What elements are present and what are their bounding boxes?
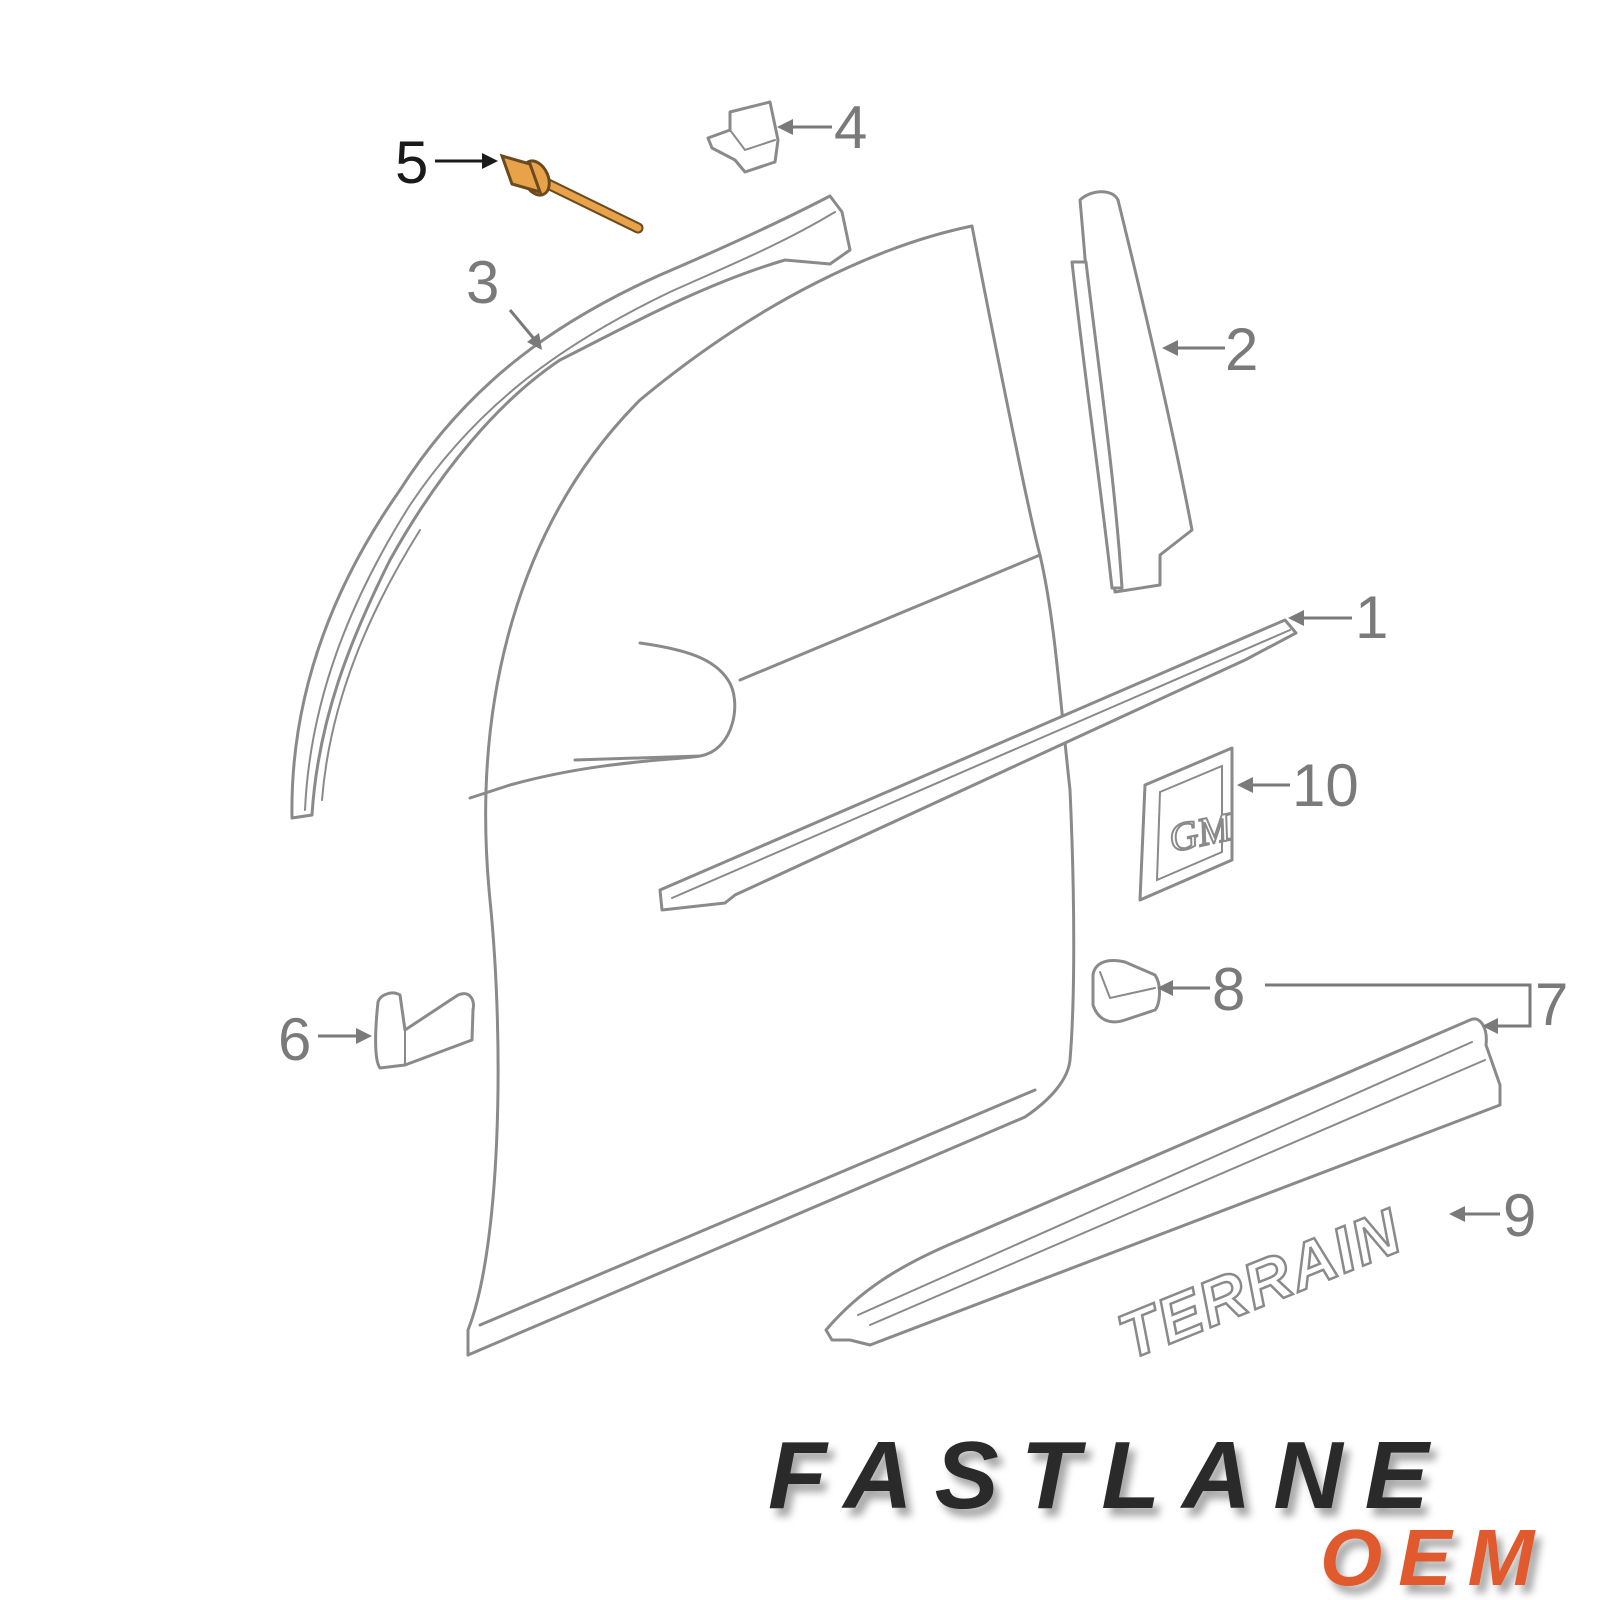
part-2-pillar-applique xyxy=(1070,190,1194,594)
part-7-rocker-molding xyxy=(824,1017,1502,1347)
callout-3-label: 3 xyxy=(466,249,499,316)
part-4-clip xyxy=(706,100,780,174)
brand-name: FASTLANE xyxy=(768,1422,1451,1529)
part-8-end-cap xyxy=(1091,959,1161,1024)
brand-sub: OEM xyxy=(1320,1513,1550,1600)
part-3-roof-molding xyxy=(290,194,852,820)
part-10-gm-emblem: GM xyxy=(1138,746,1239,902)
callout-8: 8 xyxy=(1157,956,1245,1023)
callout-2: 2 xyxy=(1162,316,1258,383)
callout-10: 10 xyxy=(1237,752,1359,819)
callout-4: 4 xyxy=(777,94,867,161)
callout-4-label: 4 xyxy=(834,94,867,161)
callout-6-label: 6 xyxy=(278,1006,311,1073)
door-outline xyxy=(466,224,1076,1357)
callout-3: 3 xyxy=(466,249,542,350)
callout-10-label: 10 xyxy=(1292,752,1359,819)
callout-5-label: 5 xyxy=(395,129,428,196)
callout-9-label: 9 xyxy=(1503,1182,1536,1249)
part-5-rivet xyxy=(499,153,644,234)
part-1-belt-molding xyxy=(658,618,1298,912)
callout-7-label: 7 xyxy=(1535,971,1568,1038)
callout-9: 9 xyxy=(1449,1182,1536,1249)
callout-2-label: 2 xyxy=(1225,316,1258,383)
callout-7: 7 xyxy=(1265,971,1568,1038)
callout-5: 5 xyxy=(395,129,498,196)
fastlane-oem-logo: FASTLANE OEM xyxy=(768,1422,1550,1600)
part-6-mirror-patch xyxy=(374,991,475,1070)
callout-1: 1 xyxy=(1288,584,1388,651)
callout-6: 6 xyxy=(278,1006,372,1073)
callout-1-label: 1 xyxy=(1355,584,1388,651)
callout-8-label: 8 xyxy=(1212,956,1245,1023)
